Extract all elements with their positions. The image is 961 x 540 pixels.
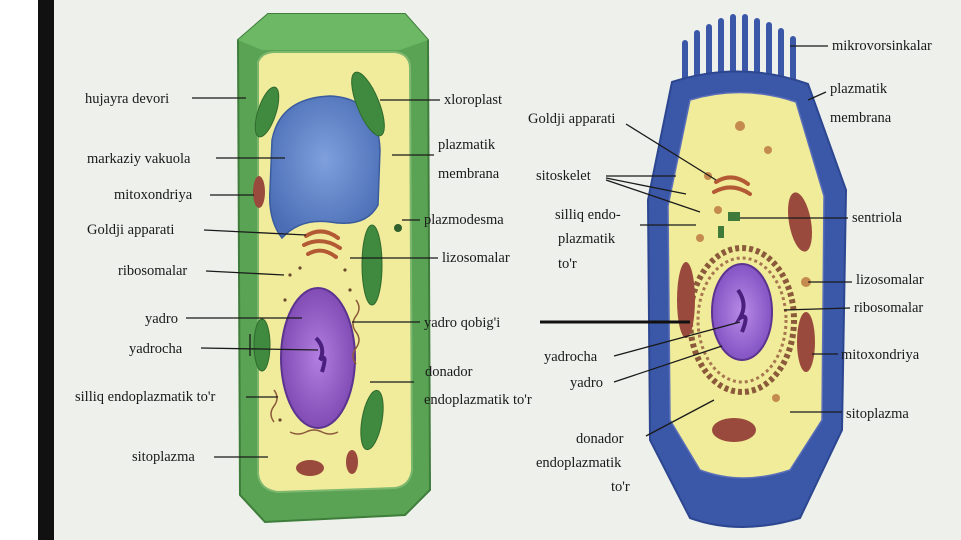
label-ribosomalar: ribosomalar	[118, 263, 187, 279]
animal-rough-er	[687, 245, 797, 395]
label-yadrocha: yadrocha	[129, 341, 183, 357]
plant-cell-wall-top	[238, 14, 428, 50]
label-yadro: yadro	[145, 311, 178, 327]
label-sitoplazma: sitoplazma	[132, 449, 195, 465]
label-donador-er: endoplazmatik to'r	[424, 392, 532, 408]
label-plazmodesma: plazmodesma	[424, 212, 504, 228]
plant-labels: hujayra devori markaziy vakuola mitoxond…	[75, 91, 532, 465]
label-animal-donador-2: endoplazmatik	[536, 455, 622, 471]
plant-mitochondria	[253, 176, 358, 476]
animal-golgi	[712, 175, 752, 196]
animal-labels: mikrovorsinkalar plazmatik membrana Gold…	[528, 38, 932, 495]
plant-nucleolus	[314, 336, 327, 373]
animal-rough-er-inner	[696, 256, 788, 384]
left-edge-bar	[38, 0, 54, 540]
label-silliq-2: plazmatik	[558, 231, 616, 247]
animal-nucleolus	[734, 288, 748, 333]
label-sitoskelet: sitoskelet	[536, 168, 591, 184]
label-donador: donador	[425, 364, 473, 380]
label-animal-sitoplazma: sitoplazma	[846, 406, 909, 422]
label-animal-donador-1: donador	[576, 431, 624, 447]
label-mikrovorsinkalar: mikrovorsinkalar	[832, 38, 932, 54]
label-animal-plazmatik: plazmatik	[830, 81, 888, 97]
label-silliq-3: to'r	[558, 256, 577, 272]
centriole	[728, 212, 740, 221]
label-animal-ribosomalar: ribosomalar	[854, 300, 923, 316]
label-animal-goldji: Goldji apparati	[528, 111, 615, 127]
label-lizosomalar: lizosomalar	[442, 250, 510, 266]
animal-mitochondria	[677, 192, 815, 442]
chloroplasts	[253, 71, 385, 451]
animal-cell	[646, 14, 848, 528]
label-sentriola: sentriola	[852, 210, 902, 226]
label-goldji: Goldji apparati	[87, 222, 174, 238]
plant-rough-er	[270, 299, 360, 435]
microvilli	[682, 14, 796, 86]
animal-lysosomes	[696, 121, 811, 402]
centriole-2	[718, 226, 724, 238]
label-animal-mitoxondriya: mitoxondriya	[841, 347, 920, 363]
label-mitoxondriya: mitoxondriya	[114, 187, 193, 203]
plant-ribosomes	[278, 266, 352, 422]
label-xloroplast: xloroplast	[444, 92, 502, 108]
label-markaziy-vakuola: markaziy vakuola	[87, 151, 191, 167]
label-silliq-er: silliq endoplazmatik to'r	[75, 389, 216, 405]
label-silliq-1: silliq endo-	[555, 207, 621, 223]
label-plazmatik: plazmatik	[438, 137, 496, 153]
plant-golgi	[302, 229, 342, 259]
label-animal-membrana: membrana	[830, 110, 892, 126]
label-animal-donador-3: to'r	[611, 479, 630, 495]
label-animal-lizosomalar: lizosomalar	[856, 272, 924, 288]
central-vacuole	[269, 95, 381, 240]
plant-nucleus	[280, 287, 356, 429]
plasmodesma	[394, 224, 402, 232]
label-yadro-qobigi: yadro qobig'i	[424, 315, 500, 331]
label-membrana: membrana	[438, 166, 500, 182]
plant-cell	[236, 13, 432, 524]
label-animal-yadro: yadro	[570, 375, 603, 391]
label-animal-yadrocha: yadrocha	[544, 349, 598, 365]
label-hujayra-devori: hujayra devori	[85, 91, 169, 107]
